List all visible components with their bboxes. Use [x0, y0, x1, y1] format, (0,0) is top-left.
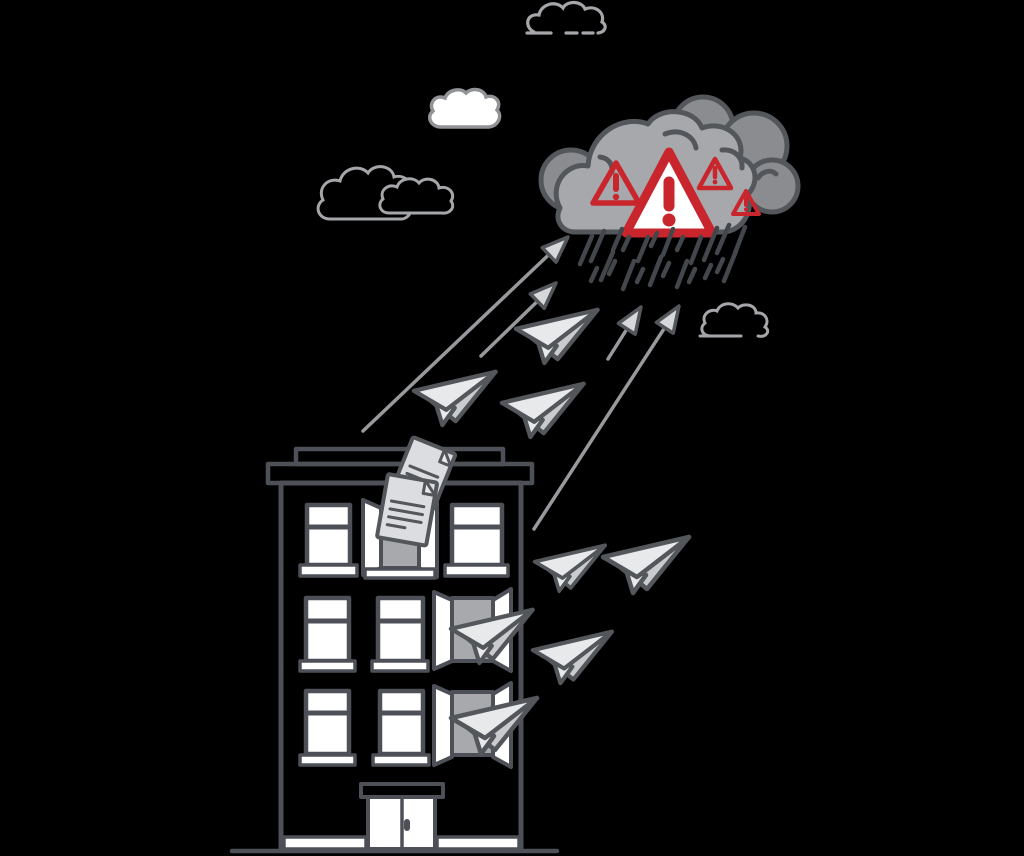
- document-sheet-front: [375, 472, 439, 548]
- decor-cloud-right: [698, 302, 770, 338]
- rain: [577, 222, 748, 292]
- flying-documents: [375, 435, 458, 548]
- warning-triangle-small-left: [590, 160, 642, 206]
- window-f1-left: [298, 502, 359, 578]
- window-f2-left: [298, 595, 357, 673]
- warning-triangle-tiny: [731, 189, 761, 216]
- warning-triangle-large: [621, 147, 717, 238]
- building: [229, 446, 560, 854]
- decor-cloud-left: [316, 165, 455, 221]
- storm-cloud: [538, 94, 801, 238]
- paper-airplane-5: [603, 537, 689, 593]
- entrance-door: [359, 782, 445, 851]
- arrow-long-right: [532, 298, 690, 531]
- base-strip-right: [435, 835, 521, 851]
- door-knob: [404, 819, 410, 831]
- window-f3-left: [298, 688, 357, 767]
- warning-triangle-small-right: [696, 156, 734, 191]
- window-f1-right: [443, 502, 510, 578]
- trajectory-arrows: [361, 227, 690, 531]
- paper-airplane-1: [516, 310, 598, 363]
- paper-airplane-3: [502, 384, 584, 437]
- paper-airplane-4: [532, 543, 608, 594]
- window-f2-middle: [370, 595, 430, 673]
- decor-cloud-top: [525, 0, 607, 35]
- arrow-short-right: [606, 299, 652, 361]
- decor-cloud-white: [428, 87, 502, 129]
- paper-airplane-6: [533, 632, 612, 684]
- window-f3-middle: [371, 688, 431, 767]
- base-strip-left: [282, 835, 368, 851]
- arrow-short-left: [479, 274, 565, 358]
- arrow-long-left: [361, 227, 577, 433]
- paper-airplane-2: [414, 372, 496, 425]
